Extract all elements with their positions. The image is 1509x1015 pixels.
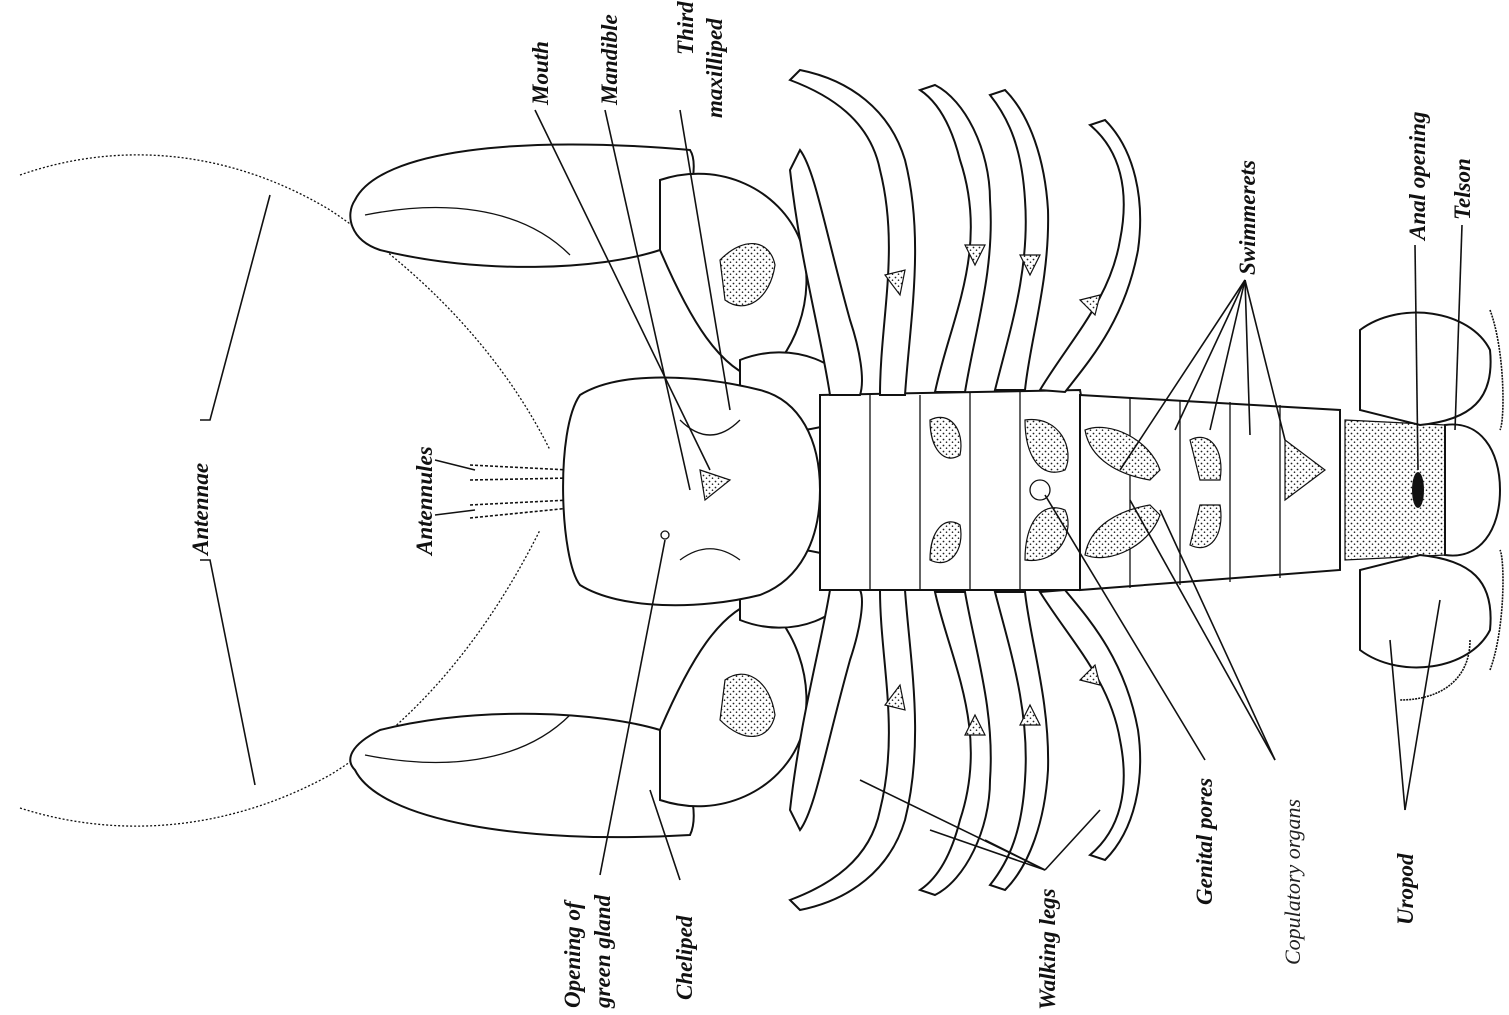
- label-copulatory-organs: Copulatory organs: [1280, 799, 1305, 965]
- label-opening-green-gland-2: green gland: [590, 894, 615, 1009]
- cephalothorax: [563, 378, 820, 606]
- label-telson: Telson: [1450, 158, 1475, 220]
- walking-legs-top: [790, 70, 1140, 395]
- label-mouth: Mouth: [528, 41, 553, 106]
- thorax: [820, 390, 1088, 590]
- label-walking-legs: Walking legs: [1035, 888, 1060, 1010]
- tail-fan: [1345, 310, 1503, 700]
- label-third-maxilliped-2: maxilliped: [702, 18, 727, 118]
- label-third-maxilliped-1: Third: [673, 1, 698, 55]
- walking-legs-bottom: [790, 590, 1140, 910]
- label-mandible: Mandible: [597, 14, 622, 106]
- label-antennules: Antennules: [412, 446, 437, 557]
- label-opening-green-gland-1: Opening of: [560, 899, 585, 1008]
- label-genital-pores: Genital pores: [1192, 778, 1217, 905]
- label-cheliped: Cheliped: [672, 915, 697, 1000]
- antennules-drawing: [470, 465, 570, 518]
- label-anal-opening: Anal opening: [1405, 112, 1430, 242]
- label-swimmerets: Swimmerets: [1235, 160, 1260, 275]
- label-uropod: Uropod: [1393, 853, 1418, 925]
- label-antennae: Antennae: [188, 463, 213, 557]
